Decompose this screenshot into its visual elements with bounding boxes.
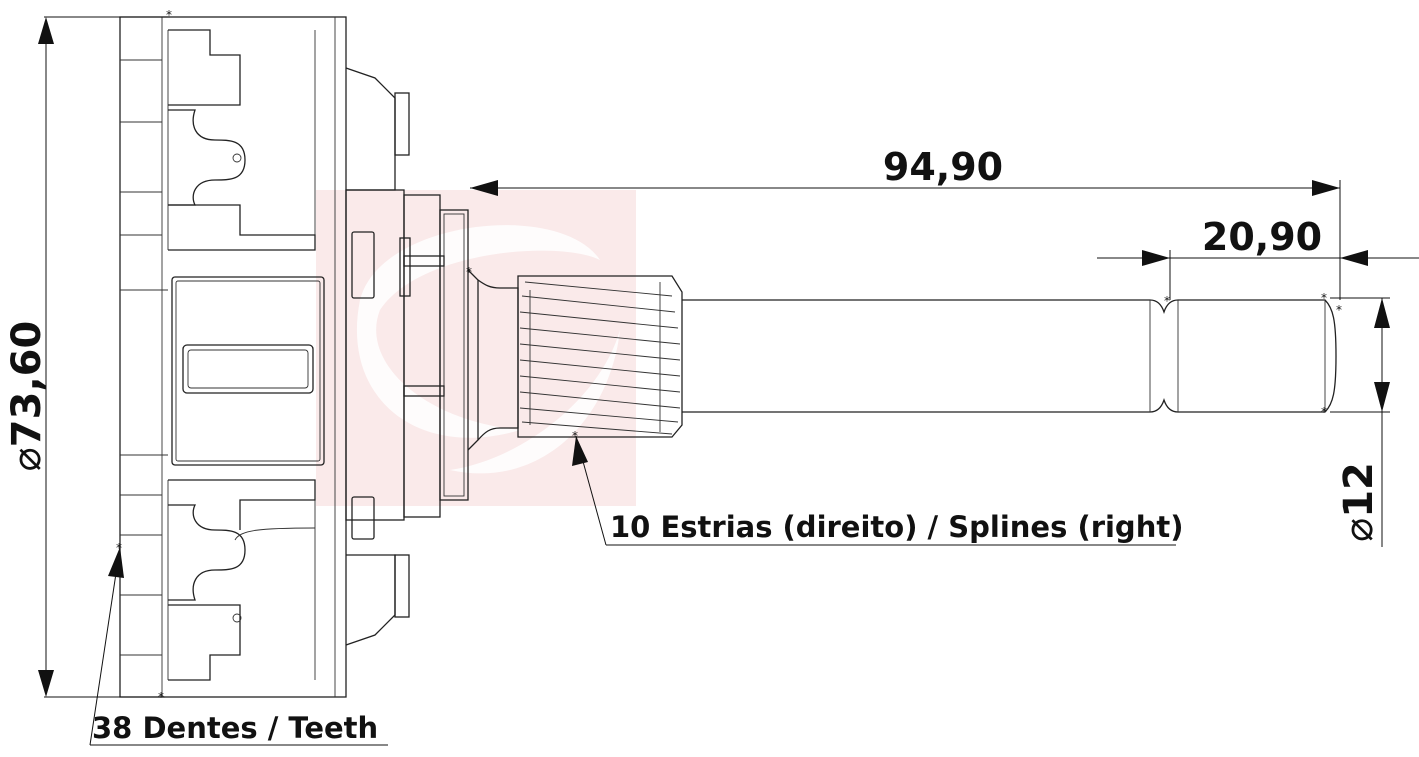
label-teeth: 38 Dentes / Teeth xyxy=(92,711,378,745)
dimension-shaft-diameter-value: 12 xyxy=(1336,462,1382,518)
diameter-symbol: ⌀ xyxy=(1336,518,1382,542)
dimension-overall-diameter-value: 73,60 xyxy=(4,321,50,448)
svg-text:⌀73,60: ⌀73,60 xyxy=(4,321,50,472)
svg-text:*: * xyxy=(116,541,122,555)
dimension-shaft-diameter: ⌀12 xyxy=(1330,297,1390,547)
diameter-symbol: ⌀ xyxy=(4,447,50,471)
svg-text:*: * xyxy=(1336,303,1342,317)
svg-text:*: * xyxy=(466,265,472,279)
svg-text:*: * xyxy=(1164,294,1170,308)
leader-splines: 10 Estrias (direito) / Splines (right) xyxy=(572,435,1183,546)
pinion-splines xyxy=(477,275,683,441)
label-splines: 10 Estrias (direito) / Splines (right) xyxy=(610,510,1183,544)
reference-marks: * * * * * * * * * xyxy=(116,8,1342,704)
watermark-logo xyxy=(316,190,636,506)
svg-text:*: * xyxy=(158,690,164,704)
svg-text:*: * xyxy=(572,429,578,443)
leader-teeth: 38 Dentes / Teeth xyxy=(89,546,388,746)
flange-collar xyxy=(345,189,479,540)
dimension-overall-diameter: ⌀73,60 xyxy=(4,16,170,698)
svg-text:*: * xyxy=(166,8,172,22)
svg-text:*: * xyxy=(1321,291,1327,305)
svg-text:⌀12: ⌀12 xyxy=(1336,462,1382,542)
dimension-shaft-length-value: 94,90 xyxy=(883,145,1003,189)
dimension-tip-length: 20,90 xyxy=(1097,215,1419,300)
svg-text:*: * xyxy=(1321,405,1327,419)
dimension-tip-length-value: 20,90 xyxy=(1202,215,1322,259)
dimension-shaft-length: 94,90 xyxy=(470,145,1341,300)
output-shaft xyxy=(682,299,1337,413)
